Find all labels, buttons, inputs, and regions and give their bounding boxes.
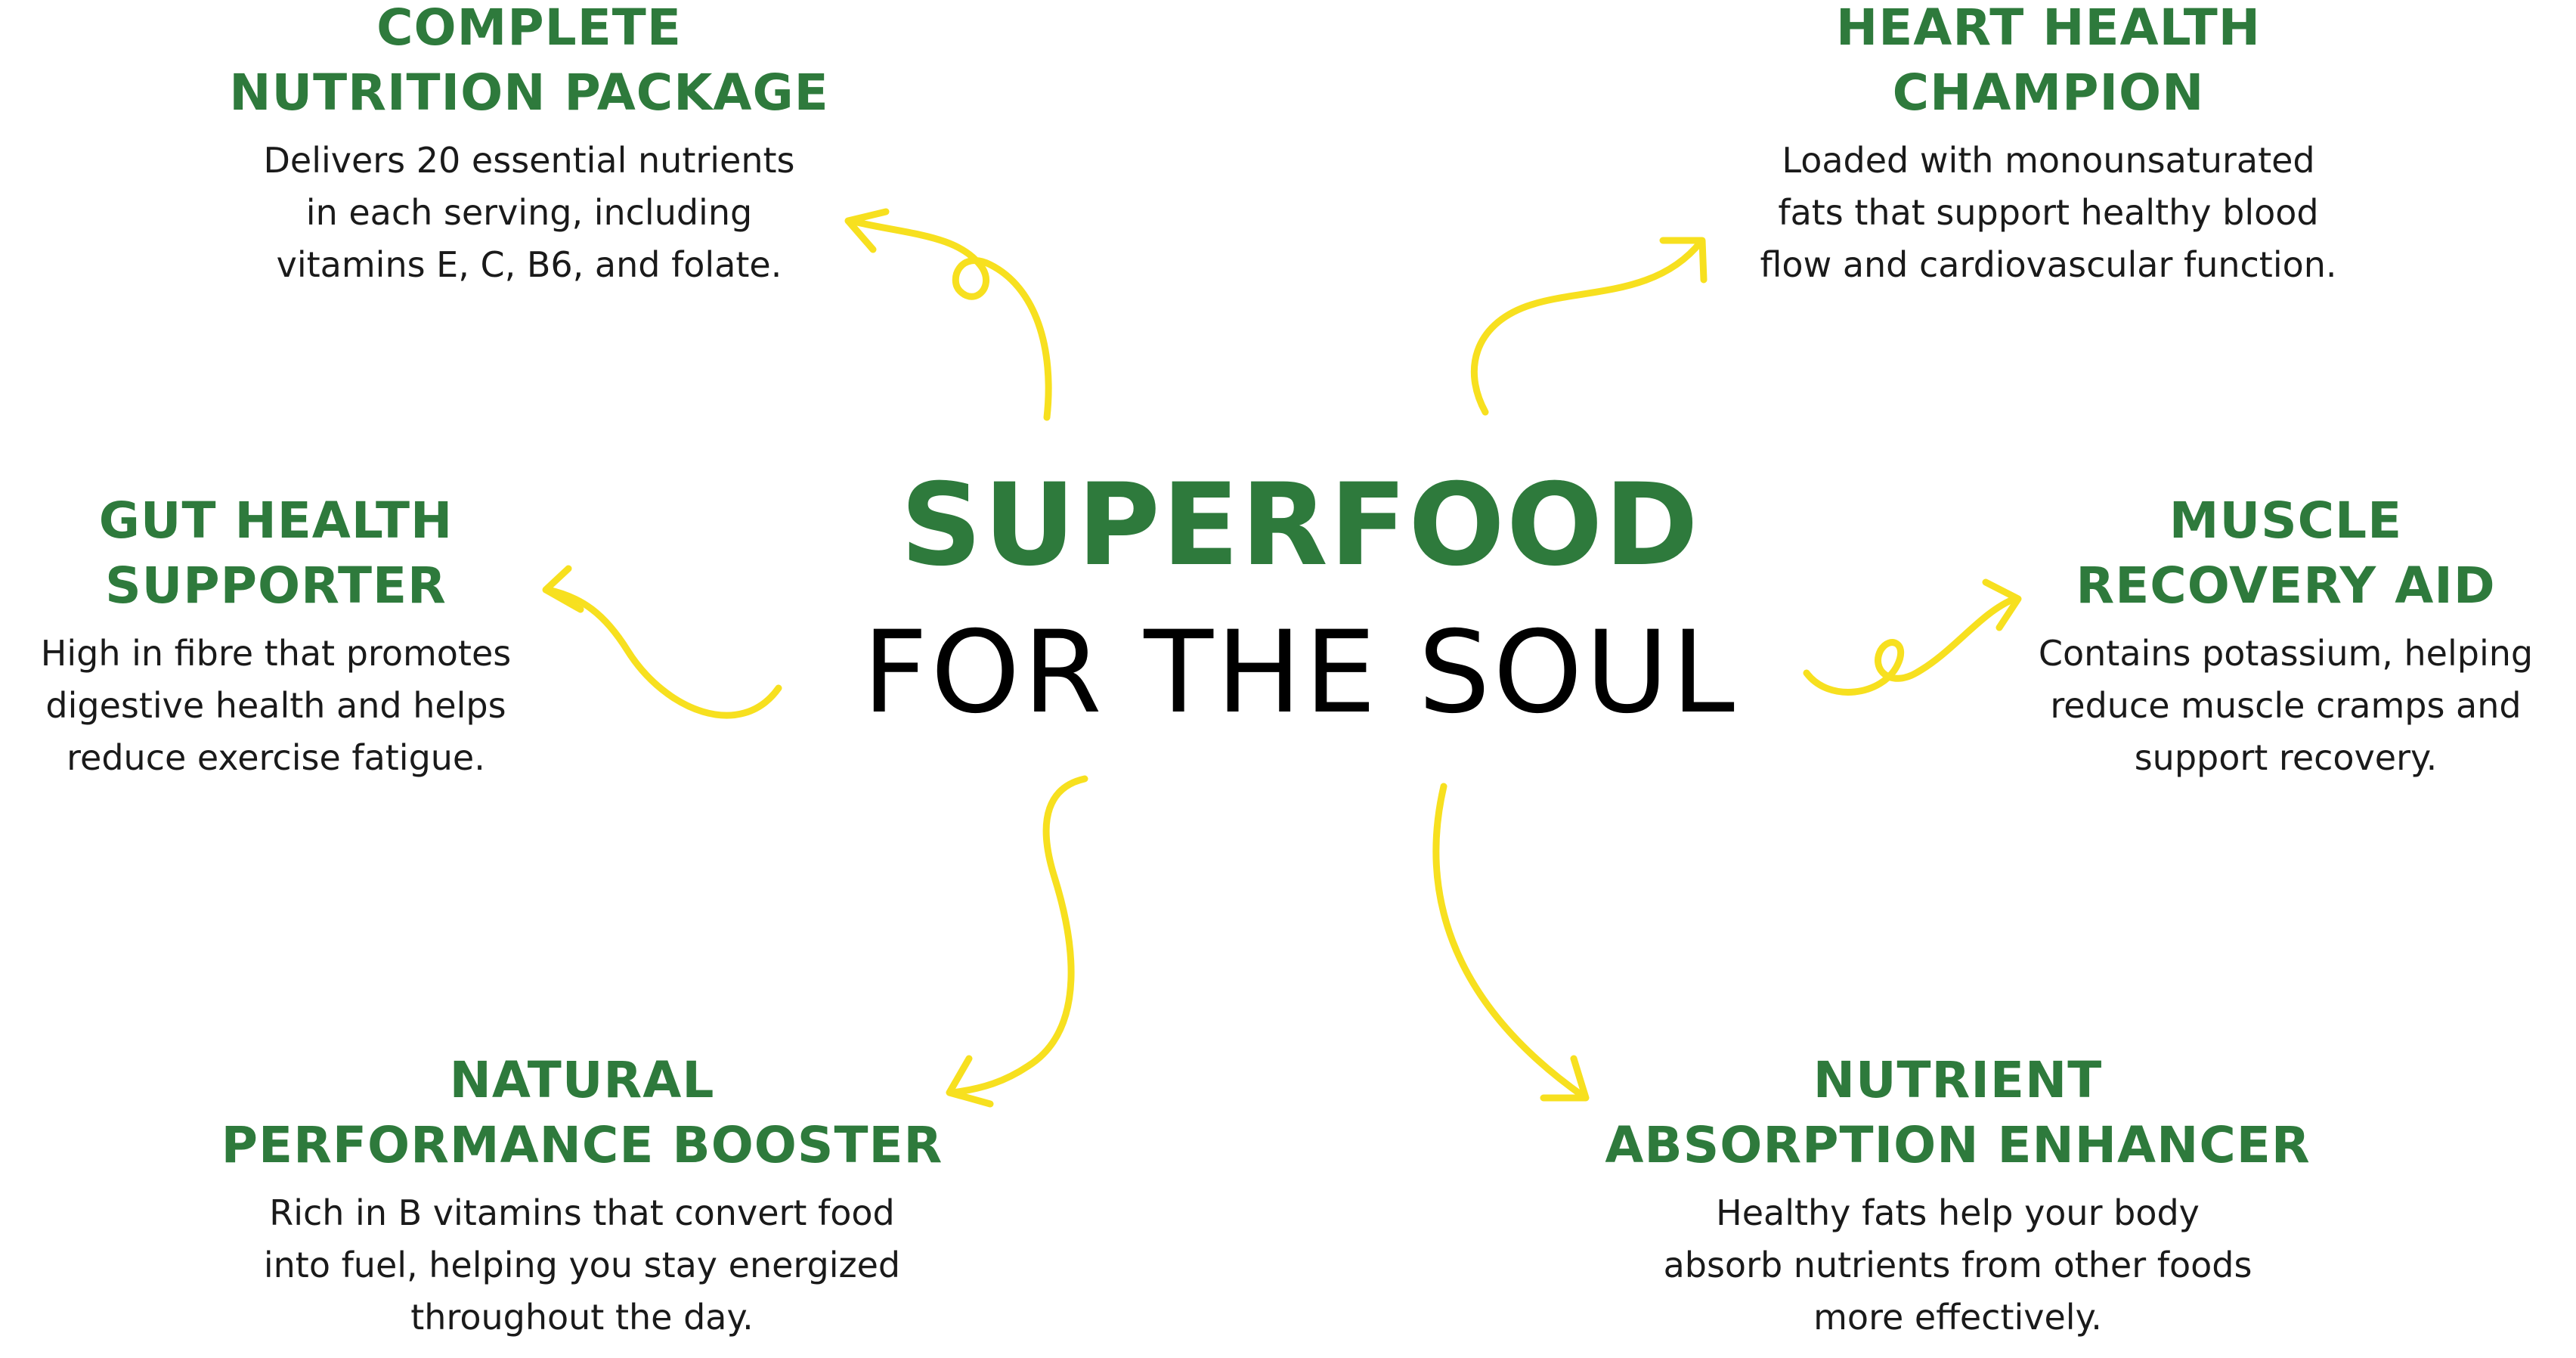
- description-line: reduce exercise fatigue.: [67, 737, 485, 778]
- heading-line: RECOVERY AID: [2076, 557, 2496, 615]
- benefit-heading: MUSCLE RECOVERY AID: [1995, 488, 2576, 619]
- arrow-to-gut: [542, 565, 782, 719]
- arrow-to-muscle: [1803, 578, 2022, 696]
- heading-line: CHAMPION: [1892, 64, 2205, 122]
- description-line: in each serving, including: [305, 192, 753, 233]
- heading-line: PERFORMANCE BOOSTER: [221, 1116, 943, 1174]
- description-line: flow and cardiovascular function.: [1760, 244, 2337, 285]
- benefit-heading: NATURAL PERFORMANCE BOOSTER: [189, 1048, 975, 1178]
- arrow-to-absorption: [1432, 783, 1590, 1102]
- description-line: High in fibre that promotes: [40, 633, 512, 674]
- benefit-description: Delivers 20 essential nutrients in each …: [197, 135, 862, 291]
- heading-line: NATURAL: [449, 1051, 715, 1109]
- heading-line: ABSORPTION ENHANCER: [1605, 1116, 2311, 1174]
- heading-line: MUSCLE: [2169, 491, 2403, 550]
- description-line: support recovery.: [2134, 737, 2438, 778]
- description-line: into fuel, helping you stay energized: [263, 1245, 901, 1285]
- heading-line: SUPPORTER: [105, 557, 447, 615]
- benefit-complete-nutrition: COMPLETE NUTRITION PACKAGE Delivers 20 e…: [197, 0, 862, 291]
- heading-line: NUTRIENT: [1813, 1051, 2103, 1109]
- arrow-to-performance: [946, 775, 1088, 1108]
- description-line: Rich in B vitamins that convert food: [269, 1192, 895, 1233]
- benefit-muscle-recovery: MUSCLE RECOVERY AID Contains potassium, …: [1995, 488, 2576, 784]
- benefit-heading: GUT HEALTH SUPPORTER: [0, 488, 552, 619]
- description-line: Healthy fats help your body: [1716, 1192, 2200, 1233]
- description-line: reduce muscle cramps and: [2050, 685, 2522, 726]
- benefit-heading: NUTRIENT ABSORPTION ENHANCER: [1557, 1048, 2358, 1178]
- description-line: fats that support healthy blood: [1778, 192, 2319, 233]
- description-line: Loaded with monounsaturated: [1782, 140, 2315, 181]
- heading-line: GUT HEALTH: [98, 491, 454, 550]
- benefit-description: Healthy fats help your body absorb nutri…: [1557, 1187, 2358, 1344]
- benefit-gut-health: GUT HEALTH SUPPORTER High in fibre that …: [0, 488, 552, 784]
- arrow-to-heart: [1470, 237, 1708, 416]
- benefit-heading: COMPLETE NUTRITION PACKAGE: [197, 0, 862, 126]
- heading-line: NUTRITION PACKAGE: [229, 64, 829, 122]
- description-line: vitamins E, C, B6, and folate.: [276, 244, 782, 285]
- description-line: digestive health and helps: [45, 685, 506, 726]
- center-title-block: SUPERFOOD FOR THE SOUL: [809, 454, 1791, 749]
- heading-line: HEART HEALTH: [1835, 0, 2262, 57]
- main-title: SUPERFOOD: [900, 460, 1700, 591]
- arrow-to-nutrition: [844, 208, 1052, 421]
- description-line: throughout the day.: [410, 1297, 754, 1338]
- description-line: Contains potassium, helping: [2038, 633, 2534, 674]
- heading-line: COMPLETE: [376, 0, 682, 57]
- main-subtitle: FOR THE SOUL: [862, 607, 1738, 739]
- benefit-description: Rich in B vitamins that convert food int…: [189, 1187, 975, 1344]
- benefit-heart-health: HEART HEALTH CHAMPION Loaded with monoun…: [1708, 0, 2389, 291]
- description-line: absorb nutrients from other foods: [1663, 1245, 2252, 1285]
- description-line: more effectively.: [1813, 1297, 2102, 1338]
- benefit-absorption-enhancer: NUTRIENT ABSORPTION ENHANCER Healthy fat…: [1557, 1048, 2358, 1344]
- benefit-heading: HEART HEALTH CHAMPION: [1708, 0, 2389, 126]
- benefit-description: High in fibre that promotes digestive he…: [0, 628, 552, 784]
- benefit-description: Contains potassium, helping reduce muscl…: [1995, 628, 2576, 784]
- benefit-description: Loaded with monounsaturated fats that su…: [1708, 135, 2389, 291]
- benefit-performance-booster: NATURAL PERFORMANCE BOOSTER Rich in B vi…: [189, 1048, 975, 1344]
- description-line: Delivers 20 essential nutrients: [263, 140, 795, 181]
